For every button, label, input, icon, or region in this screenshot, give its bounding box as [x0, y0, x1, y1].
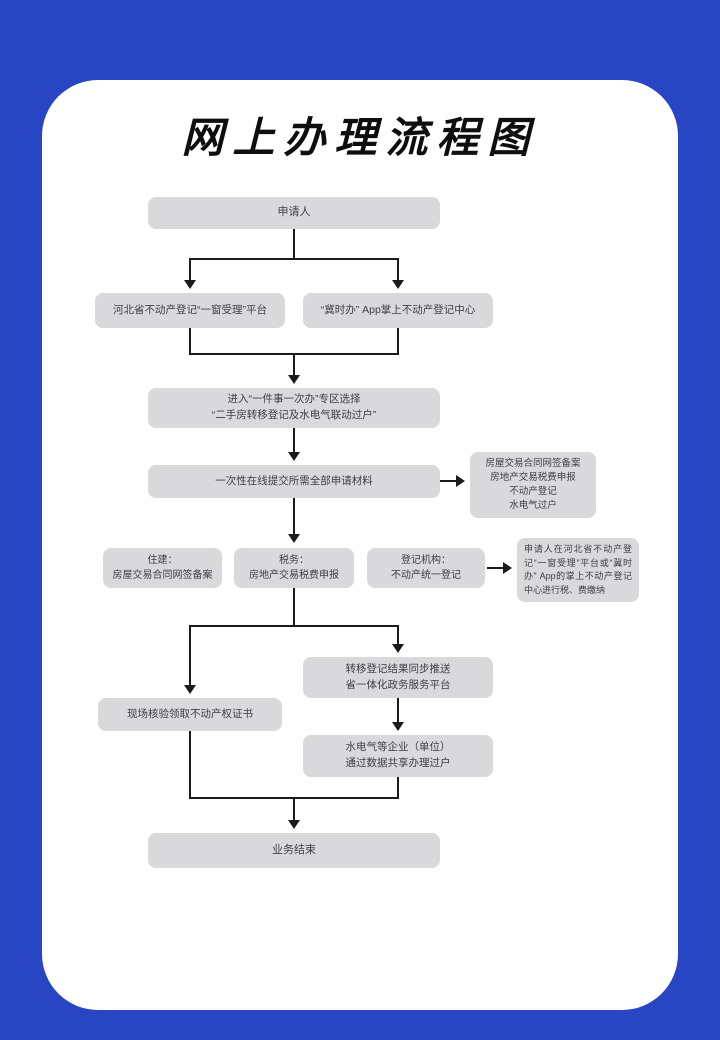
arrowhead-down-icon: [392, 280, 404, 289]
node-enter-zone-line1: 进入“一件事一次办”专区选择: [227, 393, 361, 406]
connector-to-push: [397, 625, 399, 644]
connector-to-payment-note: [487, 567, 503, 569]
node-housing-dept: 住建： 房屋交易合同网签备案: [103, 548, 222, 588]
connector-tax-down: [293, 588, 295, 625]
connector-to-platform: [189, 258, 191, 280]
connector-to-utility: [397, 698, 399, 722]
node-business-end: 业务结束: [148, 833, 440, 868]
node-bundled-services-line3: 不动产登记: [509, 486, 557, 497]
node-payment-note: 申请人在河北省不动产登记“一窗受理”平台或“冀时办” App的掌上不动产登记中心…: [517, 538, 639, 602]
arrowhead-down-icon: [184, 685, 196, 694]
arrowhead-down-icon: [288, 452, 300, 461]
node-submit-materials-label: 一次性在线提交所需全部申请材料: [215, 475, 373, 488]
node-onsite-pickup: 现场核验领取不动产权证书: [98, 698, 282, 731]
connector-platform-down: [189, 328, 191, 353]
node-housing-dept-line1: 住建：: [147, 555, 178, 566]
connector-utility-down: [397, 777, 399, 797]
arrowhead-right-icon: [503, 562, 512, 574]
connector-top-branch: [189, 258, 399, 260]
connector-to-bundle: [440, 480, 456, 482]
node-bundled-services-line1: 房屋交易合同网签备案: [485, 457, 581, 469]
connector-to-submit: [293, 428, 295, 452]
node-housing-dept-line2: 房屋交易合同网签备案: [112, 570, 213, 581]
node-enter-zone: 进入“一件事一次办”专区选择 “二手房转移登记及水电气联动过户”: [148, 388, 440, 428]
connector-to-departments: [293, 498, 295, 534]
node-registry-agency-line1: 登记机构：: [401, 555, 451, 566]
node-bundled-services: 房屋交易合同网签备案 房地产交易税费申报 不动产登记 水电气过户: [470, 452, 596, 518]
node-tax-dept-line2: 房地产交易税费申报: [249, 570, 339, 581]
node-bundled-services-line4: 水电气过户: [509, 500, 557, 512]
connector-to-enter-zone: [293, 353, 295, 375]
node-business-end-label: 业务结束: [272, 843, 316, 856]
connector-to-app: [397, 258, 399, 280]
node-jishiban-app: “冀时办” App掌上不动产登记中心: [303, 293, 493, 328]
page-title: 网上办理流程图: [181, 113, 539, 162]
arrowhead-down-icon: [288, 820, 300, 829]
arrowhead-down-icon: [288, 534, 300, 543]
node-hebei-platform: 河北省不动产登记“一窗受理”平台: [95, 293, 285, 328]
node-hebei-platform-label: 河北省不动产登记“一窗受理”平台: [113, 304, 267, 317]
arrowhead-down-icon: [392, 722, 404, 731]
node-enter-zone-line2: “二手房转移登记及水电气联动过户”: [211, 409, 377, 421]
node-utility-transfer: 水电气等企业（单位） 通过数据共享办理过户: [303, 735, 493, 777]
node-push-results-line2: 省一体化政务服务平台: [345, 678, 451, 691]
node-applicant: 申请人: [148, 197, 440, 229]
arrowhead-down-icon: [184, 280, 196, 289]
node-submit-materials: 一次性在线提交所需全部申请材料: [148, 465, 440, 498]
node-push-results: 转移登记结果同步推送 省一体化政务服务平台: [303, 657, 493, 698]
connector-to-onsite: [189, 625, 191, 685]
connector-app-down: [397, 328, 399, 353]
node-onsite-pickup-label: 现场核验领取不动产权证书: [127, 708, 253, 721]
node-push-results-line1: 转移登记结果同步推送: [345, 662, 451, 675]
node-utility-transfer-line2: 通过数据共享办理过户: [345, 757, 451, 769]
node-tax-dept-line1: 税务：: [279, 555, 309, 566]
node-payment-note-label: 申请人在河北省不动产登记“一窗受理”平台或“冀时办” App的掌上不动产登记中心…: [524, 544, 632, 595]
connector-onsite-down: [189, 731, 191, 797]
arrowhead-down-icon: [392, 644, 404, 653]
node-applicant-label: 申请人: [277, 206, 311, 219]
arrowhead-down-icon: [288, 375, 300, 384]
connector-applicant-stem: [293, 229, 295, 258]
node-registry-agency: 登记机构： 不动产统一登记: [367, 548, 485, 588]
node-registry-agency-line2: 不动产统一登记: [391, 570, 461, 581]
node-tax-dept: 税务： 房地产交易税费申报: [234, 548, 354, 588]
arrowhead-right-icon: [456, 475, 465, 487]
node-bundled-services-line2: 房地产交易税费申报: [490, 471, 576, 483]
connector-to-end: [293, 797, 295, 820]
node-utility-transfer-line1: 水电气等企业（单位）: [345, 741, 451, 754]
node-jishiban-app-label: “冀时办” App掌上不动产登记中心: [320, 304, 476, 317]
connector-mid-branch: [189, 625, 399, 627]
